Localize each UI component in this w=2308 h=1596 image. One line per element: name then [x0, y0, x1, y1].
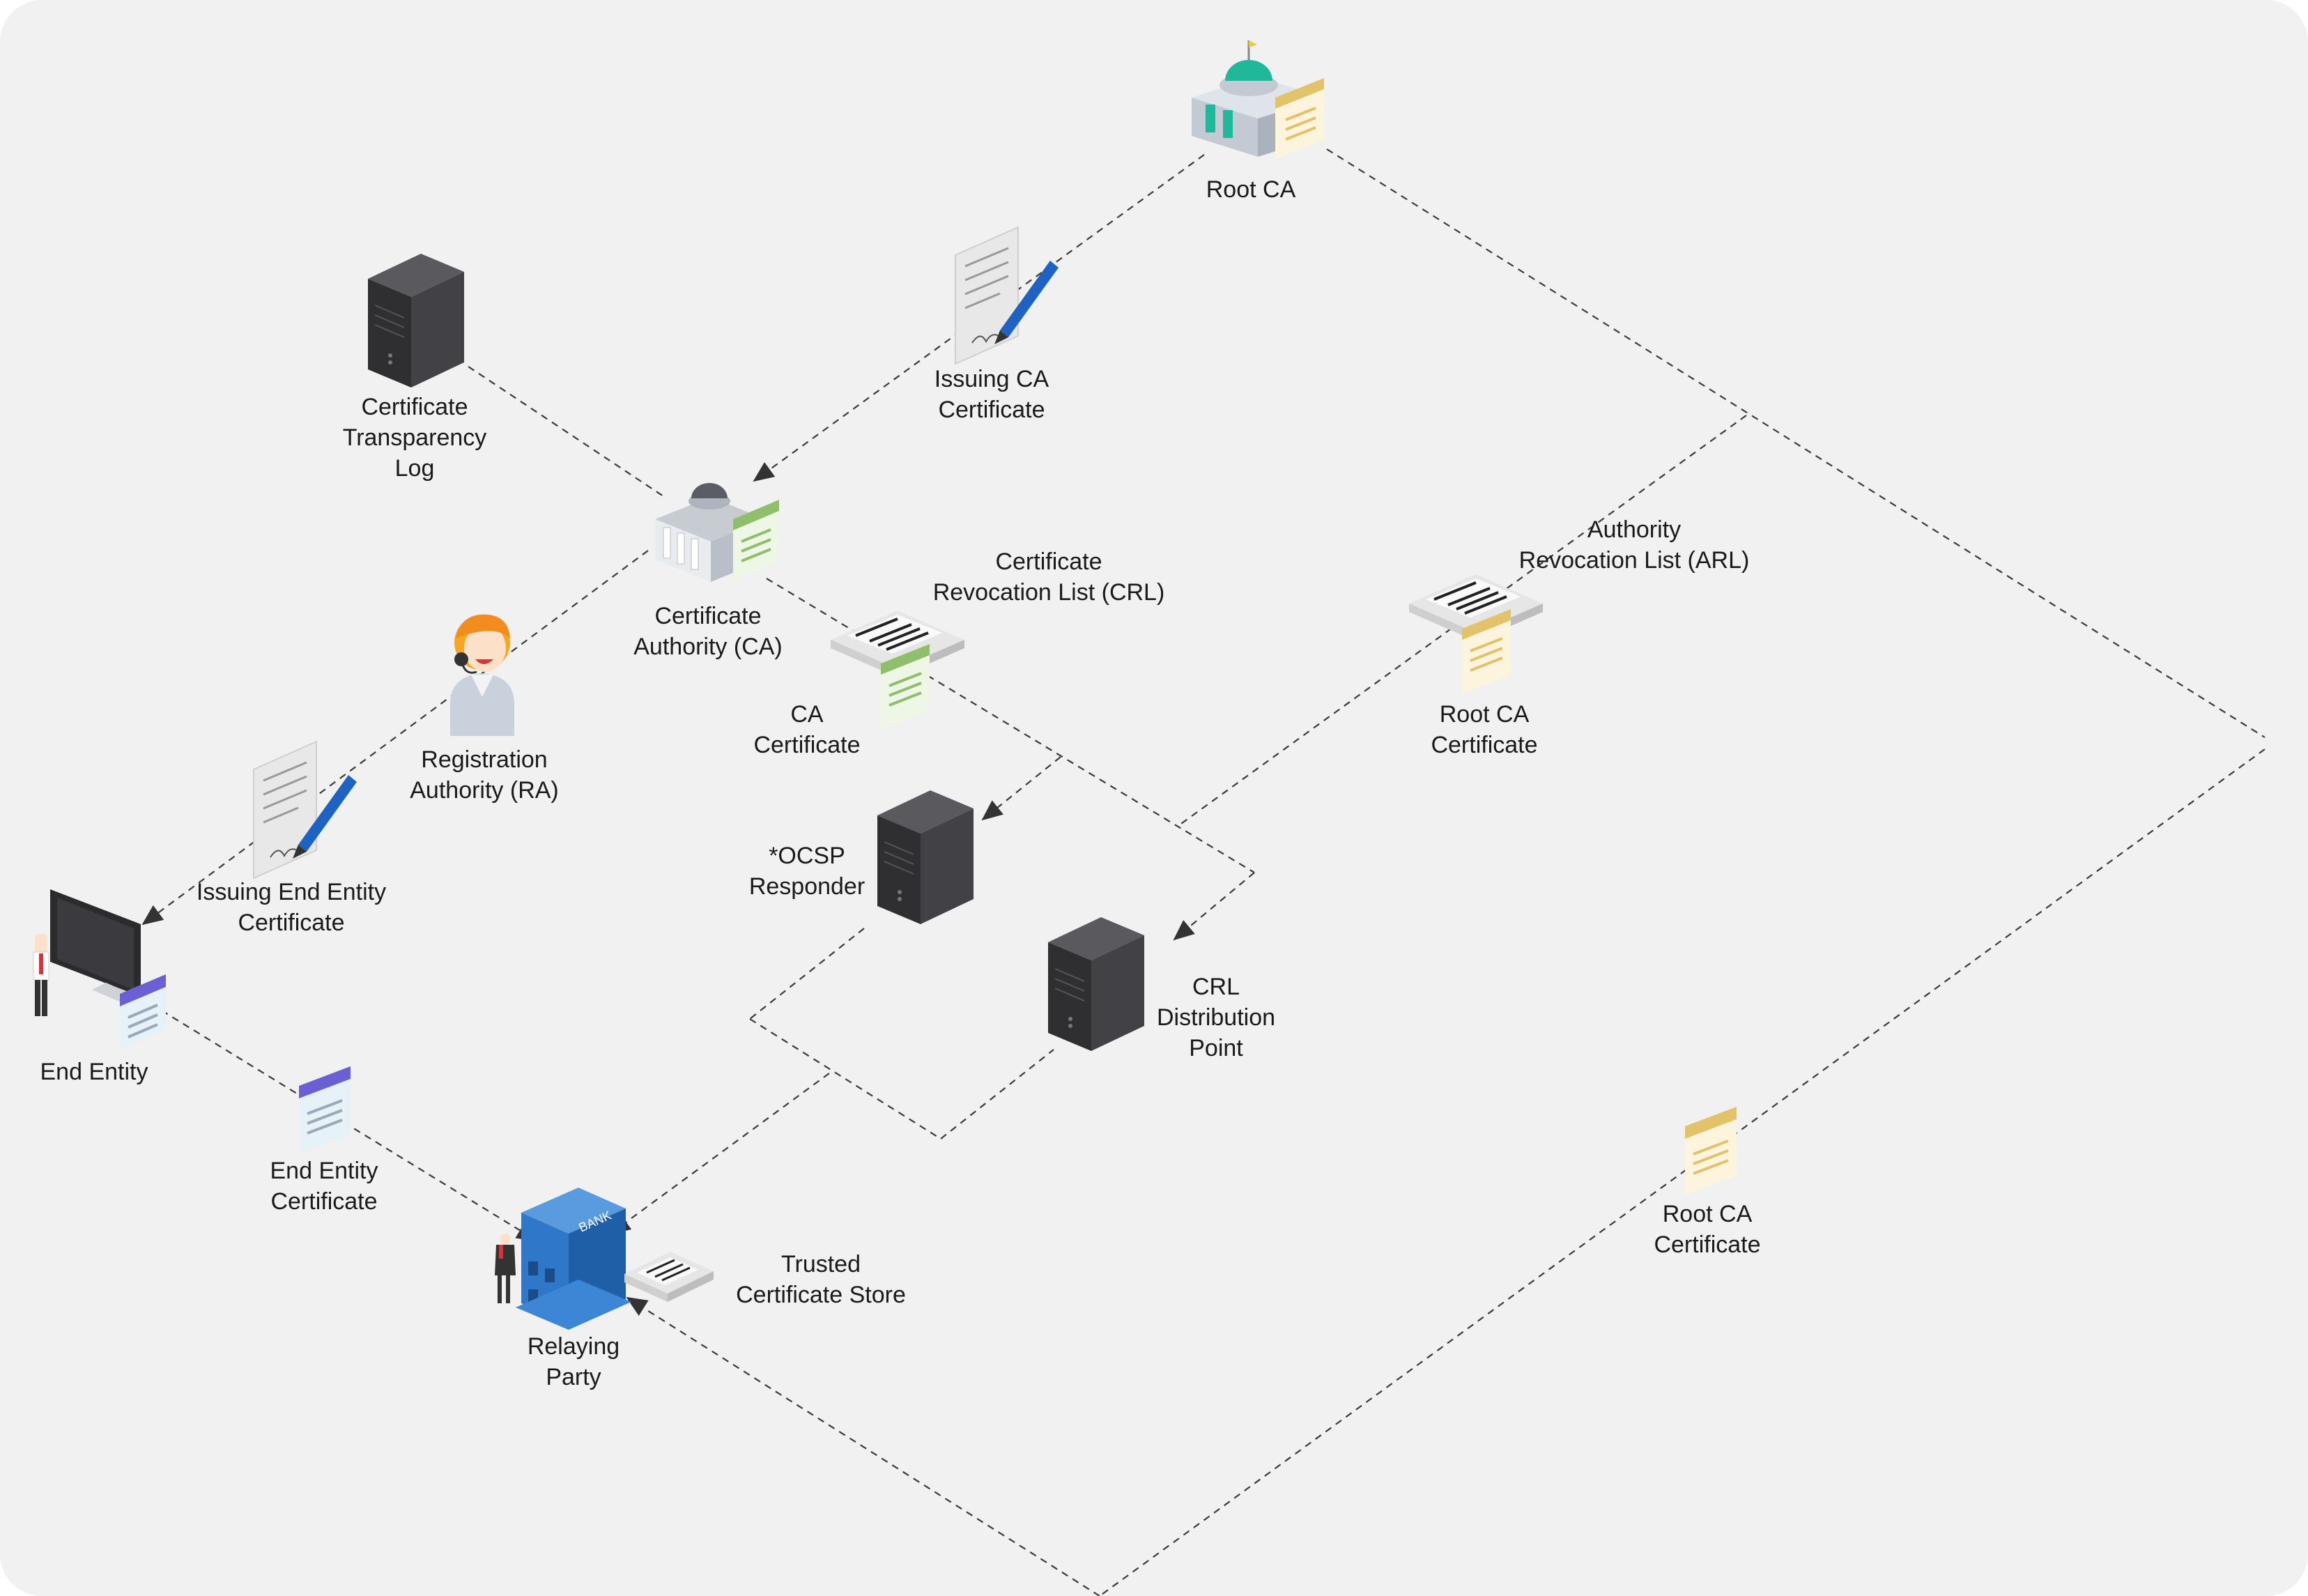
signed-document-icon	[253, 740, 357, 880]
line-outer-bottom-left	[626, 1296, 1100, 1596]
certificate-list-icon	[1409, 574, 1543, 694]
line-crlbox-to-crldp	[1173, 872, 1255, 941]
server-icon	[368, 254, 464, 388]
line-box-to-rp	[609, 1073, 830, 1235]
certificate-list-icon	[831, 611, 964, 729]
line-ocsp-box-bottom	[749, 1018, 941, 1140]
line-ocsp-box-left	[749, 928, 865, 1020]
certificate-store-icon	[624, 1252, 714, 1302]
root-ca-label: Root CA	[1206, 176, 1296, 203]
line-arl-branch	[1178, 415, 1747, 826]
certificate-icon	[1685, 1107, 1737, 1195]
government-building-icon	[1192, 40, 1324, 159]
line-outer-right-down	[1099, 749, 2265, 1596]
line-ca-to-ee	[141, 550, 649, 926]
signed-document-icon	[955, 226, 1059, 365]
server-icon	[1048, 917, 1144, 1051]
bank-icon: BANK	[495, 1188, 631, 1330]
line-crldp-box	[940, 1049, 1054, 1140]
certificate-icon	[299, 1066, 351, 1154]
support-agent-icon	[450, 614, 514, 736]
line-rootca-outer-right	[1326, 148, 2265, 738]
computer-user-icon	[33, 889, 166, 1050]
bank-building-icon	[655, 483, 779, 582]
line-ctlog-to-ca	[468, 366, 666, 498]
line-ca-to-ocsp	[981, 756, 1061, 821]
end-entity-label: End Entity	[40, 1059, 148, 1085]
server-icon	[877, 790, 974, 924]
